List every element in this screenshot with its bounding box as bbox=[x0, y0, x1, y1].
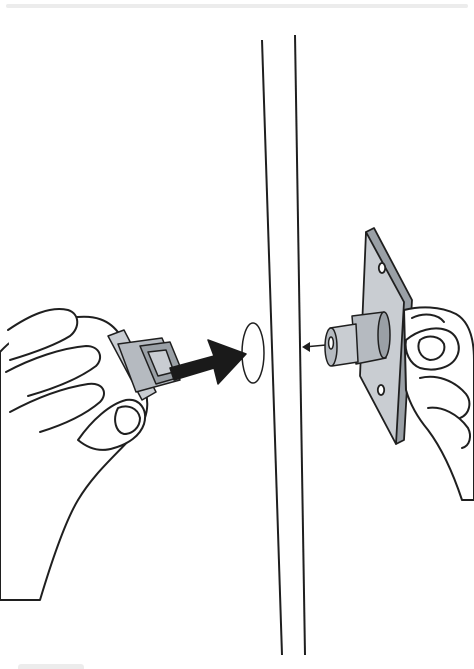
small-arrow-icon bbox=[302, 342, 326, 352]
lock-cylinder-icon bbox=[325, 312, 390, 366]
right-hand-icon bbox=[404, 307, 474, 500]
door-edge bbox=[262, 35, 305, 655]
push-arrow-icon bbox=[170, 340, 246, 384]
door-edge-line-right bbox=[295, 35, 305, 655]
bottom-tab bbox=[18, 664, 84, 669]
door-edge-line-left bbox=[262, 40, 282, 655]
